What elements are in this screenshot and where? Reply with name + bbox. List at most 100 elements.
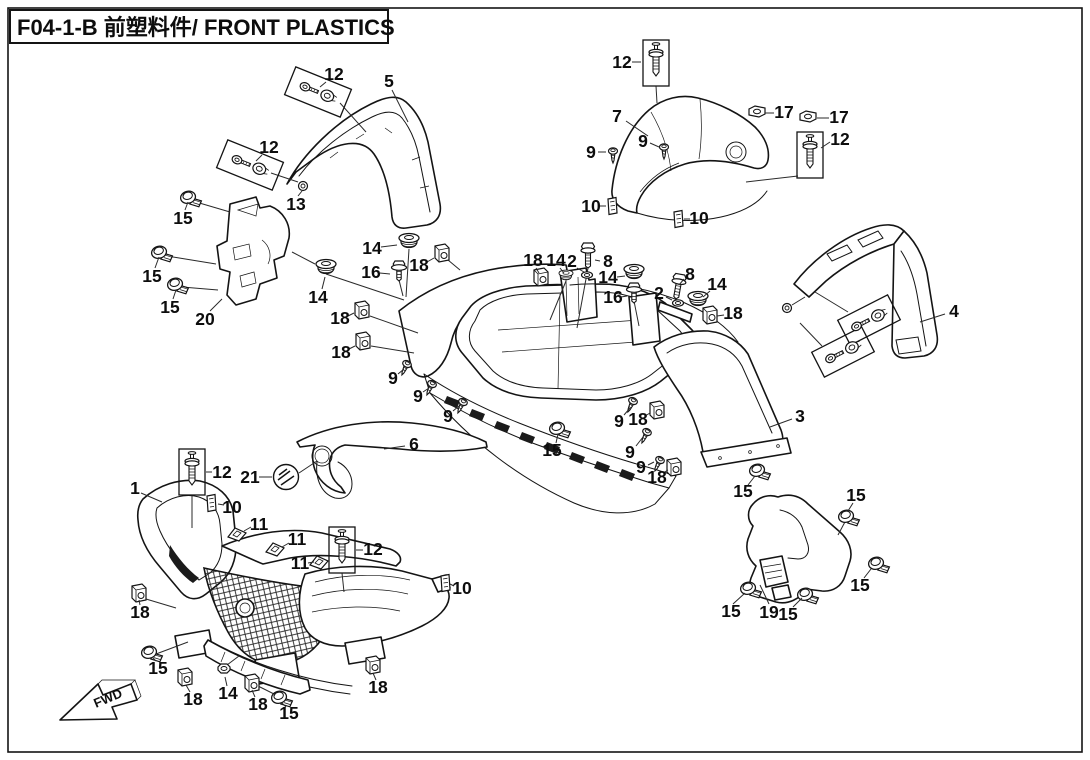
callout-17: 17 xyxy=(774,102,793,122)
leader-line xyxy=(341,572,345,593)
rivet12-icon xyxy=(802,134,818,169)
callout-15: 15 xyxy=(148,658,168,678)
clip18-icon xyxy=(354,300,370,320)
leader-line xyxy=(155,641,189,655)
callout-9: 9 xyxy=(413,386,423,406)
grommet-icon xyxy=(315,258,337,275)
callout-leader xyxy=(185,684,191,693)
leader-lines xyxy=(145,85,849,695)
callout-9: 9 xyxy=(638,131,648,151)
part-6-pod-panel xyxy=(296,421,488,499)
callout-15: 15 xyxy=(279,703,299,723)
callout-1: 1 xyxy=(130,478,140,498)
part-7-hood-panel xyxy=(611,95,770,221)
callout-18: 18 xyxy=(331,342,351,362)
clip18-icon xyxy=(177,667,193,687)
callout-leader xyxy=(154,256,160,269)
callout-9: 9 xyxy=(636,457,646,477)
clip10-icon xyxy=(440,573,451,593)
leader-line xyxy=(291,251,316,265)
leader-line xyxy=(166,255,217,265)
callout-leader xyxy=(397,368,405,375)
clip18-icon xyxy=(649,400,665,420)
callout-leader xyxy=(217,503,225,506)
callout-leader xyxy=(594,259,601,262)
screw9-icon xyxy=(607,147,619,164)
callout-14: 14 xyxy=(598,267,618,287)
callout-leader xyxy=(559,267,565,274)
callout-14: 14 xyxy=(707,274,727,294)
leader-line xyxy=(145,598,177,609)
callout-leader xyxy=(380,244,398,248)
leader-line xyxy=(745,175,799,183)
grommet-icon xyxy=(687,290,709,307)
leader-line xyxy=(298,460,318,474)
callout-5: 5 xyxy=(384,71,394,91)
callout-leader xyxy=(623,407,631,416)
callout-leader xyxy=(348,345,356,350)
callout-8: 8 xyxy=(685,264,695,284)
callout-15: 15 xyxy=(542,440,562,460)
fastener-kit-box xyxy=(178,448,206,496)
callout-leader xyxy=(647,461,655,466)
rivetpair-icon xyxy=(822,337,864,367)
callout-leader xyxy=(243,526,252,532)
part-3-main-body xyxy=(398,263,792,514)
callout-leader xyxy=(391,89,409,123)
callout-leader xyxy=(662,469,669,474)
nut13-icon xyxy=(297,180,309,192)
callout-15: 15 xyxy=(173,208,193,228)
callout-9: 9 xyxy=(614,411,624,431)
callout-12: 12 xyxy=(324,64,344,84)
callout-18: 18 xyxy=(628,409,648,429)
callout-12: 12 xyxy=(830,129,850,149)
callout-leader xyxy=(321,276,326,290)
fastener-kit-box xyxy=(836,293,902,347)
callout-leader xyxy=(184,201,189,211)
callout-15: 15 xyxy=(846,485,866,505)
part-5-front-fender-left xyxy=(286,96,442,229)
fastener-kit-box xyxy=(642,39,670,87)
callout-12: 12 xyxy=(212,462,232,482)
callout-11: 11 xyxy=(291,553,310,573)
bolt16-icon xyxy=(390,260,408,282)
callout-14: 14 xyxy=(308,287,328,307)
callout-2: 2 xyxy=(567,251,577,271)
callout-9: 9 xyxy=(625,442,635,462)
leader-line xyxy=(195,201,231,213)
cap21-icon xyxy=(272,463,300,491)
callout-15: 15 xyxy=(721,601,741,621)
callout-19: 19 xyxy=(759,602,779,622)
callout-18: 18 xyxy=(723,303,743,323)
leader-line xyxy=(655,85,658,104)
leader-line xyxy=(270,172,299,183)
callout-15: 15 xyxy=(778,604,798,624)
callout-12: 12 xyxy=(259,137,279,157)
callout-13: 13 xyxy=(286,194,306,214)
clip18-icon xyxy=(666,457,682,477)
callout-leader xyxy=(555,433,559,444)
callout-leader xyxy=(665,296,673,301)
callout-2: 2 xyxy=(654,283,664,303)
clip17-icon xyxy=(748,105,766,118)
screw9-icon xyxy=(637,426,654,446)
callout-leader xyxy=(172,289,177,300)
callout-leader xyxy=(747,475,756,486)
callout-leader xyxy=(297,190,303,197)
callout-18: 18 xyxy=(330,308,350,328)
page-border xyxy=(7,7,1083,753)
callout-leader xyxy=(716,314,725,317)
callout-leader xyxy=(452,405,460,412)
fastener-kit-box xyxy=(215,139,285,191)
callout-leader xyxy=(307,561,315,564)
bolt15-icon xyxy=(165,274,191,299)
callout-leader xyxy=(919,313,946,323)
fastener-kit-box xyxy=(810,325,876,379)
callout-leader xyxy=(635,436,644,447)
callout-18: 18 xyxy=(409,255,429,275)
rivet12-icon xyxy=(648,41,664,77)
callout-leader xyxy=(535,267,540,274)
